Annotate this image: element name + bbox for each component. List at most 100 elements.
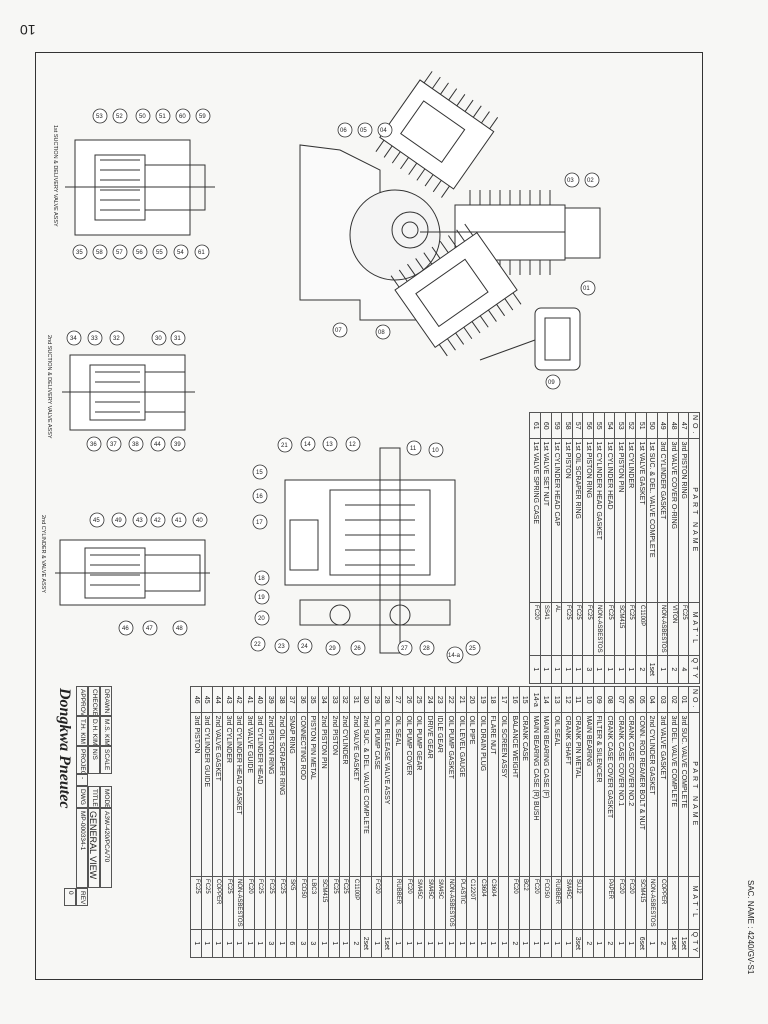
- part-material: [582, 876, 594, 930]
- svg-text:21: 21: [281, 443, 288, 449]
- part-number: 25: [413, 686, 425, 713]
- part-material: SM45C: [434, 876, 446, 930]
- part-quantity: 6: [286, 929, 297, 958]
- scale-value: N/S: [88, 746, 100, 774]
- part-quantity: 1: [371, 929, 382, 958]
- part-material: PLASTIC: [455, 876, 467, 930]
- part-name: 1st PISTON RING: [582, 438, 594, 603]
- callout-25: 25: [465, 640, 481, 656]
- part-quantity: 1set: [646, 655, 658, 684]
- drawn-value: M.S. KIM: [100, 716, 112, 746]
- part-quantity: 1: [614, 929, 626, 958]
- svg-text:17: 17: [256, 520, 263, 526]
- callout-53: 53: [92, 108, 108, 124]
- projection-label: PROJECTION: [76, 746, 88, 774]
- part-material: FC25: [201, 876, 213, 930]
- part-quantity: 1: [222, 929, 234, 958]
- svg-text:39: 39: [174, 442, 181, 448]
- part-number: 11: [572, 686, 583, 713]
- svg-text:11: 11: [410, 446, 417, 452]
- svg-text:28: 28: [423, 646, 430, 652]
- svg-text:24: 24: [301, 644, 308, 650]
- part-number: 32: [339, 686, 350, 713]
- part-quantity: 1: [233, 929, 244, 958]
- part-number: 37: [286, 686, 297, 713]
- part-material: [498, 876, 509, 930]
- part-name: OIL PUMP GEAR: [413, 712, 425, 877]
- svg-text:50: 50: [139, 114, 146, 120]
- part-name: 3rd PISTON RING: [678, 438, 689, 603]
- part-name: OIL PIPE: [466, 712, 478, 877]
- part-name: 3rd SUC. VALVE COMPLETE: [678, 712, 689, 877]
- part-number: 35: [307, 686, 319, 713]
- callout-11: 11: [406, 440, 422, 456]
- svg-text:35: 35: [76, 250, 83, 256]
- part-name: 3rd CYLINDER: [222, 712, 234, 877]
- part-material: C3604: [477, 876, 488, 930]
- part-name: OIL SEAL: [392, 712, 403, 877]
- svg-text:08: 08: [378, 330, 385, 336]
- part-material: FCD50: [296, 876, 308, 930]
- part-name: OIL PUMP COVER: [402, 712, 414, 877]
- callout-29: 29: [325, 640, 341, 656]
- part-name: PISTON PIN METAL: [307, 712, 319, 877]
- part-number: 30: [360, 686, 372, 713]
- part-name: 1st VALVE SET NUT: [540, 438, 552, 603]
- callout-58: 58: [92, 244, 108, 260]
- part-number: 36: [296, 686, 308, 713]
- part-material: [381, 876, 393, 930]
- second-stage-valve-view: [62, 354, 195, 431]
- header-no: NO.: [688, 686, 700, 713]
- svg-text:53: 53: [96, 114, 103, 120]
- callout-19: 19: [254, 589, 270, 605]
- part-quantity: 2: [657, 929, 668, 958]
- part-quantity: 1: [593, 655, 605, 684]
- callout-28: 28: [419, 640, 435, 656]
- svg-text:32: 32: [113, 336, 120, 342]
- parts-table-header: NO. PART NAME MAT'L QTY: [688, 412, 700, 684]
- svg-text:30: 30: [155, 336, 162, 342]
- part-material: FC25: [561, 602, 573, 656]
- svg-text:26: 26: [354, 646, 361, 652]
- part-name: 2nd CYLINDER: [339, 712, 350, 877]
- part-name: OIL SEAL: [551, 712, 562, 877]
- callout-38: 38: [128, 436, 144, 452]
- part-material: NON-ASBESTOS: [233, 876, 244, 930]
- callout-05: 05: [357, 122, 373, 138]
- header-no: NO.: [688, 412, 700, 439]
- model-value: A3W-420/PCA/70: [100, 808, 112, 888]
- part-quantity: 1: [392, 929, 403, 958]
- drawing-title: GENERAL VIEW: [88, 808, 100, 888]
- callout-32: 32: [109, 330, 125, 346]
- part-number: 14-a: [530, 686, 541, 713]
- part-quantity: 1: [318, 929, 329, 958]
- part-number: 40: [254, 686, 266, 713]
- part-name: CONNECTING ROD: [296, 712, 308, 877]
- part-material: VITON: [667, 602, 679, 656]
- part-number: 06: [625, 686, 636, 713]
- svg-text:15: 15: [256, 470, 263, 476]
- part-number: 61: [530, 412, 541, 439]
- part-material: SM45C: [561, 876, 573, 930]
- part-quantity: 1: [614, 655, 626, 684]
- part-number: 44: [212, 686, 223, 713]
- checked-label: CHECKED: [88, 686, 100, 716]
- part-quantity: 6set: [635, 929, 647, 958]
- header-qty: QTY: [688, 655, 700, 684]
- svg-text:23: 23: [278, 644, 285, 650]
- part-material: FC20: [530, 602, 541, 656]
